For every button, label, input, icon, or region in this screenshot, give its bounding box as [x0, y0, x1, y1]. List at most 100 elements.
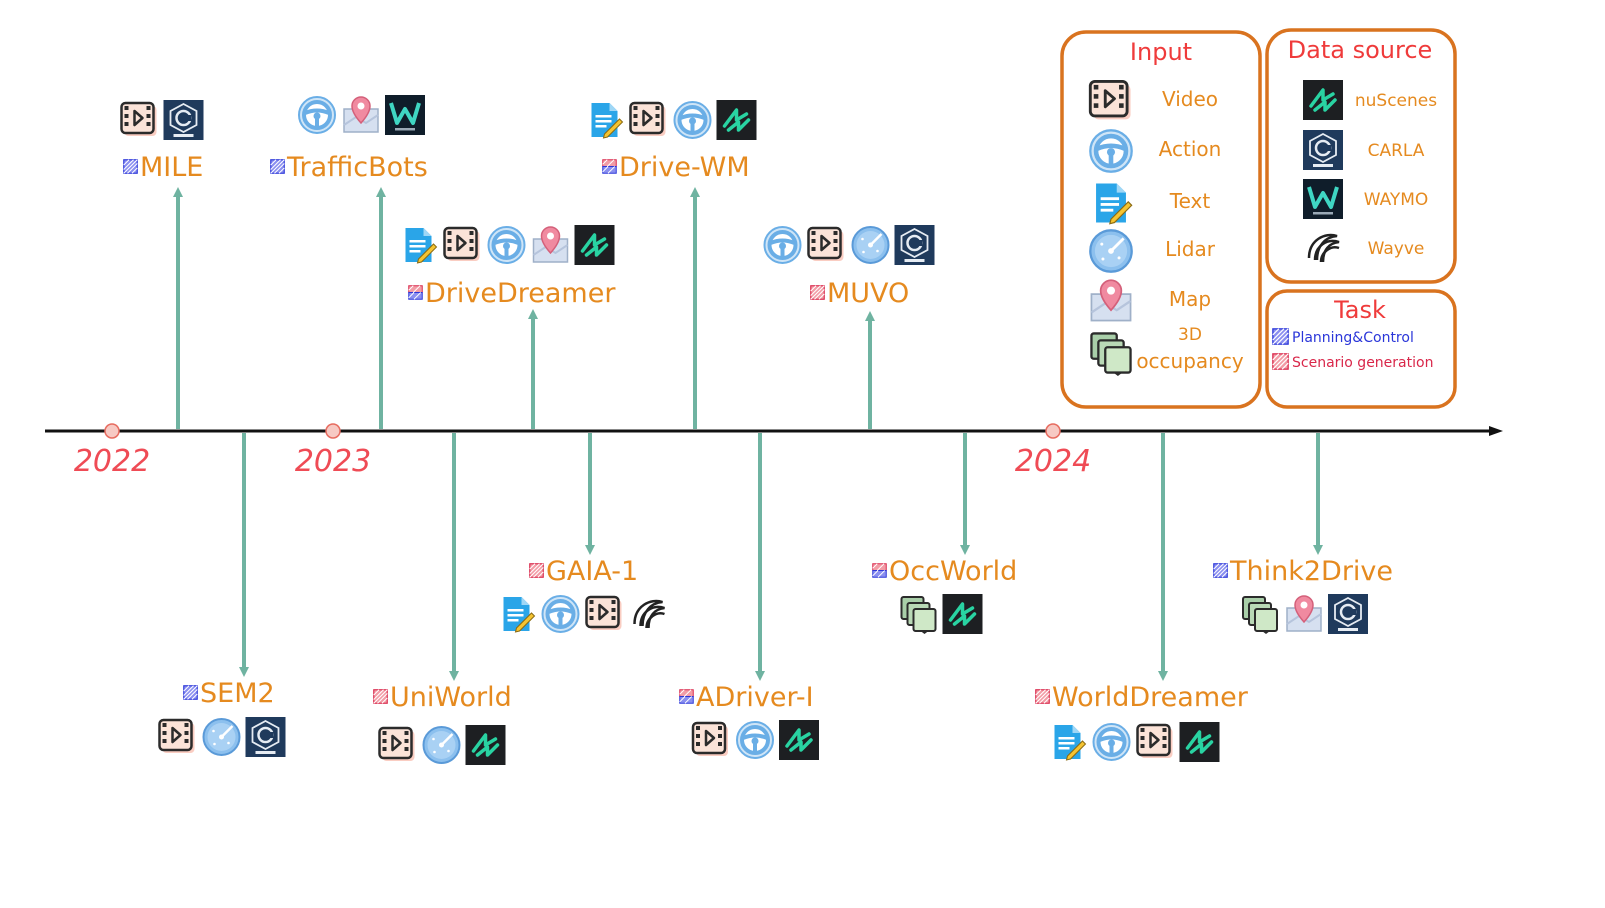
legend-task-box [1265, 289, 1457, 409]
action-icon [297, 95, 337, 135]
map-icon [532, 226, 569, 263]
model-entry: Think2Drive [1213, 433, 1393, 634]
nuscenes-icon [942, 594, 983, 634]
nuscenes-icon [1179, 722, 1220, 762]
nuscenes-icon [465, 725, 506, 765]
planning-icon [1213, 563, 1228, 578]
occupancy-icon [1242, 596, 1278, 634]
text-icon [1095, 182, 1133, 225]
occupancy-icon [900, 596, 937, 634]
waymo-icon [1303, 179, 1343, 219]
text-icon [405, 227, 437, 264]
legend-input-label: Map [1169, 287, 1211, 311]
model-entry: GAIA-1 [503, 433, 666, 634]
model-entry: DriveDreamer [405, 225, 616, 429]
carla-icon [894, 225, 935, 265]
legend-task-label: Planning&Control [1292, 330, 1414, 346]
video-icon [691, 721, 730, 758]
both-icon [872, 563, 887, 578]
model-entry: ADriver-I [679, 433, 819, 760]
wayve-icon [633, 599, 666, 630]
model-entry: UniWorld [373, 433, 512, 765]
planning-icon [270, 159, 285, 174]
year-marker [325, 423, 341, 439]
model-entry: Drive-WM [591, 100, 757, 429]
scenario-icon [1272, 353, 1289, 370]
model-name: OccWorld [889, 556, 1017, 587]
nuscenes-icon [779, 720, 819, 760]
both-icon [602, 159, 617, 174]
model-entry: MILE [120, 100, 204, 429]
legend-task-title: Task [1333, 296, 1386, 324]
planning-icon [1272, 328, 1289, 345]
legend-input-box [1060, 30, 1262, 409]
nuscenes-icon [716, 100, 757, 140]
model-entry: SEM2 [158, 433, 286, 757]
carla-icon [1328, 594, 1368, 634]
model-entry: OccWorld [872, 433, 1017, 634]
model-name: SEM2 [200, 678, 275, 709]
carla-icon [245, 717, 286, 757]
model-entry: TrafficBots [270, 95, 428, 429]
legend-input-label: Action [1159, 137, 1222, 161]
model-name: UniWorld [390, 682, 512, 713]
text-icon [1054, 724, 1086, 761]
model-name: ADriver-I [696, 682, 814, 713]
model-name: MILE [140, 152, 203, 183]
legend-data-source-label: nuScenes [1355, 91, 1437, 111]
both-icon [408, 285, 423, 300]
map-icon [1286, 595, 1322, 632]
year-marker [1045, 423, 1061, 439]
action-icon [486, 225, 527, 265]
map-icon [1090, 279, 1132, 322]
year-label: 2023 [295, 444, 371, 479]
scenario-icon [810, 285, 825, 300]
model-name: MUVO [827, 278, 909, 309]
video-icon [378, 726, 416, 763]
video-icon [1088, 80, 1132, 121]
nuscenes-icon [574, 225, 615, 265]
carla-icon [1303, 130, 1343, 170]
lidar-icon [851, 225, 890, 265]
legend-task-label: Scenario generation [1292, 355, 1433, 371]
action-icon [1091, 722, 1132, 762]
model-entry: WorldDreamer [1035, 433, 1249, 762]
planning-icon [123, 159, 138, 174]
action-icon [1090, 130, 1131, 171]
year-marker [104, 423, 120, 439]
scenario-icon [529, 563, 544, 578]
scenario-icon [1035, 689, 1050, 704]
lidar-icon [202, 717, 241, 757]
video-icon [629, 101, 667, 138]
legend-input-label: Video [1162, 87, 1218, 111]
lidar-icon [422, 725, 461, 765]
model-name: DriveDreamer [425, 278, 616, 309]
occupancy-icon [1090, 332, 1132, 376]
year-label: 2024 [1015, 444, 1091, 479]
legend-data-source-label: CARLA [1368, 141, 1425, 161]
scenario-icon [373, 689, 388, 704]
action-icon [672, 100, 713, 140]
video-icon [1136, 723, 1174, 760]
legend-data-source-label: WAYMO [1364, 190, 1429, 210]
legend-data-source-label: Wayve [1368, 239, 1425, 259]
model-name: Drive-WM [619, 152, 750, 183]
planning-icon [183, 685, 198, 700]
model-entry: MUVO [762, 225, 935, 429]
nuscenes-icon [1303, 80, 1343, 120]
legend-input-label: 3D [1178, 325, 1202, 345]
text-icon [591, 102, 623, 139]
video-icon [807, 226, 845, 263]
legend-data-source-title: Data source [1288, 36, 1433, 64]
wayve-icon [1307, 233, 1341, 264]
video-icon [120, 101, 158, 138]
model-name: TrafficBots [286, 152, 428, 183]
video-icon [585, 595, 623, 632]
text-icon [503, 596, 535, 633]
legend-input-label: Text [1169, 189, 1211, 213]
